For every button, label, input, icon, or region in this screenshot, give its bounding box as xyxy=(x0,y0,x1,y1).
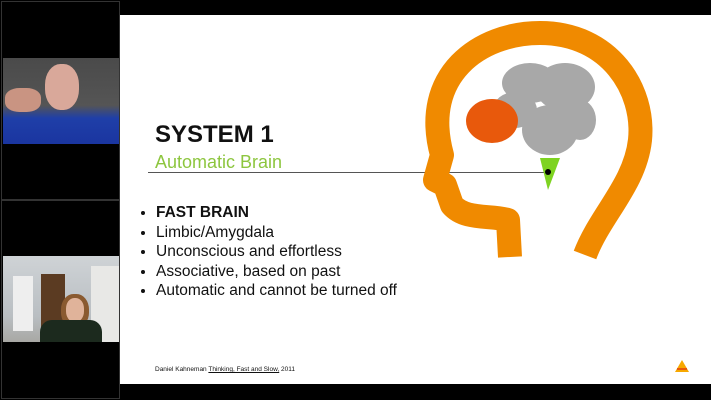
divider xyxy=(148,172,550,173)
citation-author: Daniel Kahneman xyxy=(155,366,207,373)
citation-year: 2011 xyxy=(281,366,296,373)
participant-face xyxy=(66,298,84,322)
participant-tile-2[interactable] xyxy=(1,200,120,399)
citation-book: Thinking, Fast and Slow, xyxy=(208,366,280,373)
head-outline xyxy=(423,21,653,260)
bullet-item: Limbic/Amygdala xyxy=(156,223,397,243)
bullet-item: Automatic and cannot be turned off xyxy=(156,281,397,301)
participant-video-2 xyxy=(3,256,119,342)
presenter-face xyxy=(45,64,79,110)
slide-subtitle: Automatic Brain xyxy=(155,152,283,172)
citation: Daniel Kahneman Thinking, Fast and Slow,… xyxy=(155,366,295,373)
brain-lobe xyxy=(564,100,596,140)
brain-lobe xyxy=(522,105,578,155)
presentation-slide: SYSTEM 1 Automatic Brain FAST BRAIN Limb… xyxy=(120,15,711,384)
bullet-item: Unconscious and effortless xyxy=(156,242,397,262)
brain-lobe xyxy=(535,63,595,111)
participant-sweater xyxy=(40,320,102,342)
bullet-item: FAST BRAIN xyxy=(156,203,397,223)
participant-tile-1[interactable] xyxy=(1,1,120,200)
participant-video-presenter xyxy=(3,58,119,144)
door xyxy=(13,276,33,331)
presenter-hand xyxy=(5,88,41,112)
logo-triangle-icon xyxy=(675,360,689,372)
marker-dot xyxy=(545,169,551,175)
amygdala-blob xyxy=(466,99,518,143)
bullet-list: FAST BRAIN Limbic/Amygdala Unconscious a… xyxy=(138,203,397,301)
brain-head-illustration xyxy=(423,21,653,260)
bullet-item: Associative, based on past xyxy=(156,262,397,282)
slide-title: SYSTEM 1 xyxy=(155,121,274,148)
